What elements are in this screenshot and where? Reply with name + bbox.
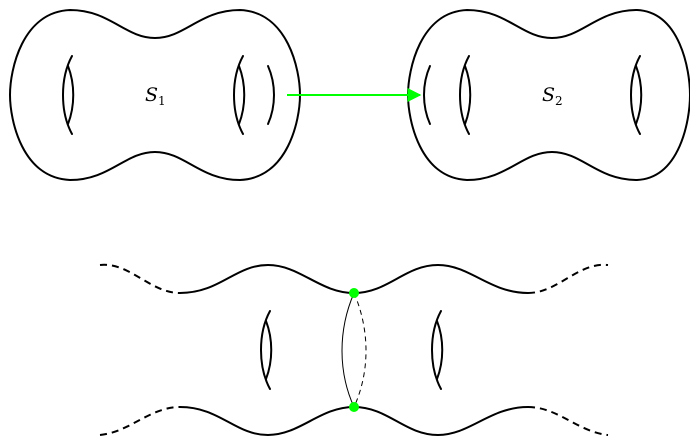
surface-s1-outline (9, 9, 301, 181)
handle-icon (62, 55, 75, 135)
surface-s1: S1 (9, 9, 301, 181)
marked-point (349, 288, 359, 298)
boundary-arc (267, 65, 275, 125)
top-boundary-dashed-right (527, 263, 609, 294)
handle-icon (233, 55, 246, 135)
handle-icon (459, 55, 472, 135)
marked-point (349, 402, 359, 412)
handle-icon (630, 55, 643, 135)
seam-back (353, 292, 367, 408)
top-boundary-dashed-left (99, 263, 181, 294)
glued-surface (99, 263, 609, 436)
bottom-boundary-dashed-left (99, 406, 181, 436)
bottom-boundary-dashed-right (527, 406, 609, 436)
surface-s1-label: S1 (145, 84, 166, 108)
surface-s2: S2 (407, 9, 690, 181)
surface-s2-label: S2 (542, 84, 563, 108)
handle-icon (431, 310, 444, 390)
handle-icon (260, 310, 273, 390)
surface-s2-outline (407, 9, 690, 181)
seam-front (341, 292, 355, 408)
boundary-arc (423, 65, 431, 125)
